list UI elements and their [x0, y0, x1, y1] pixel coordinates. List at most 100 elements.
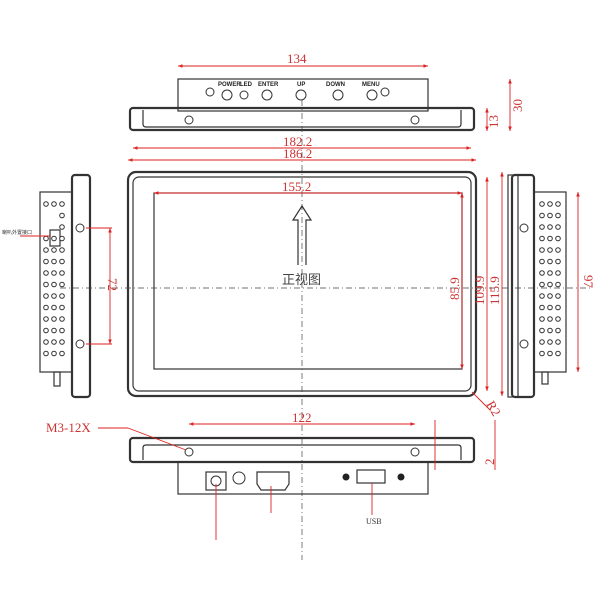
- vent-hole: [59, 350, 65, 357]
- vent-hole: [539, 224, 545, 230]
- vent-hole: [51, 327, 57, 334]
- vent-hole: [51, 293, 57, 299]
- vent-hole: [59, 293, 65, 299]
- vent-hole: [51, 270, 57, 276]
- vent-hole: [539, 235, 545, 242]
- vent-hole: [51, 258, 57, 265]
- vent-hole: [539, 293, 545, 299]
- vent-hole: [555, 247, 561, 253]
- vent-hole: [547, 258, 553, 265]
- vent-hole: [59, 316, 65, 322]
- vent-hole: [43, 247, 49, 253]
- vent-hole: [43, 258, 49, 265]
- vent-hole: [539, 316, 545, 322]
- dim-97: 97: [581, 275, 596, 289]
- vent-hole: [547, 281, 553, 288]
- vent-hole: [43, 316, 49, 322]
- vent-hole: [51, 201, 57, 207]
- vent-hole: [43, 235, 49, 242]
- vent-hole: [547, 316, 553, 322]
- vent-hole: [539, 327, 545, 334]
- vent-hole: [547, 293, 553, 299]
- vent-hole: [43, 293, 49, 299]
- vent-hole: [59, 327, 65, 334]
- vent-hole: [51, 304, 57, 311]
- vent-hole: [539, 201, 545, 207]
- vent-hole: [43, 304, 49, 311]
- vent-hole: [59, 281, 65, 288]
- vent-hole: [555, 281, 561, 288]
- vent-hole: [555, 258, 561, 265]
- vent-hole: [547, 224, 553, 230]
- vent-hole: [51, 281, 57, 288]
- vent-hole: [59, 224, 65, 230]
- usb-label: USB: [366, 517, 382, 526]
- vent-hole: [547, 247, 553, 253]
- speaker-port-label: 喇叭外置接口: [2, 229, 32, 236]
- vent-hole: [59, 235, 65, 242]
- dim-134: 134: [287, 51, 307, 66]
- dim-outer-height: 115.9: [487, 276, 502, 305]
- front-view: 正视图 155.2 85.9 109.9 115.9 R2: [60, 100, 590, 560]
- vent-hole: [59, 258, 65, 265]
- vent-hole: [547, 304, 553, 311]
- left-side-view: 喇叭外置接口 72: [2, 173, 120, 399]
- dim-30: 30: [510, 99, 525, 112]
- vent-hole: [555, 224, 561, 230]
- vent-hole: [547, 235, 553, 242]
- vent-hole: [539, 247, 545, 253]
- dim-182-2: 182.2: [283, 134, 312, 149]
- vent-holes-right: [539, 201, 561, 357]
- vent-hole: [539, 350, 545, 357]
- vent-hole: [539, 270, 545, 276]
- vent-hole: [539, 281, 545, 288]
- vent-hole: [555, 201, 561, 207]
- vent-hole: [43, 350, 49, 357]
- dim-active-height: 85.9: [447, 277, 462, 300]
- vent-hole: [59, 247, 65, 253]
- vent-hole: [43, 327, 49, 334]
- vent-hole: [59, 201, 65, 207]
- vent-hole: [539, 339, 545, 345]
- vent-hole: [555, 304, 561, 311]
- vent-hole: [51, 235, 57, 242]
- vent-hole: [555, 270, 561, 276]
- vent-hole: [51, 316, 57, 322]
- vent-hole: [547, 201, 553, 207]
- vent-hole: [51, 247, 57, 253]
- dim-155-2: 155.2: [282, 179, 311, 194]
- vent-hole: [43, 201, 49, 207]
- vent-hole: [555, 350, 561, 357]
- vent-hole: [59, 304, 65, 311]
- vent-hole: [51, 350, 57, 357]
- dim-72: 72: [105, 278, 120, 291]
- vent-hole: [555, 327, 561, 334]
- button-label-led: LED: [240, 82, 253, 88]
- front-view-label: 正视图: [282, 272, 321, 287]
- button-label-menu: MENU: [362, 82, 380, 88]
- dim-122: 122: [292, 410, 312, 425]
- vent-hole: [555, 316, 561, 322]
- vent-hole: [547, 327, 553, 334]
- dim-186-2: 186.2: [283, 146, 312, 161]
- vent-hole: [59, 212, 65, 219]
- vent-hole: [547, 339, 553, 345]
- vent-hole: [547, 270, 553, 276]
- screw-callout: M3-12X: [46, 420, 91, 435]
- button-label-power: POWER: [218, 82, 241, 88]
- dim-13: 13: [486, 115, 501, 128]
- vent-hole: [539, 212, 545, 219]
- vent-hole: [51, 339, 57, 345]
- vent-hole: [43, 339, 49, 345]
- vent-hole: [555, 212, 561, 219]
- vent-hole: [43, 270, 49, 276]
- vent-hole: [555, 293, 561, 299]
- vent-holes-left: [43, 201, 65, 357]
- dim-inner-height: 109.9: [472, 276, 487, 305]
- top-view: POWER LED ENTER UP DOWN MENU 134 30 13 1…: [128, 51, 525, 162]
- button-label-enter: ENTER: [258, 82, 279, 88]
- button-label-up: UP: [297, 82, 305, 88]
- vent-hole: [547, 350, 553, 357]
- vent-hole: [43, 281, 49, 288]
